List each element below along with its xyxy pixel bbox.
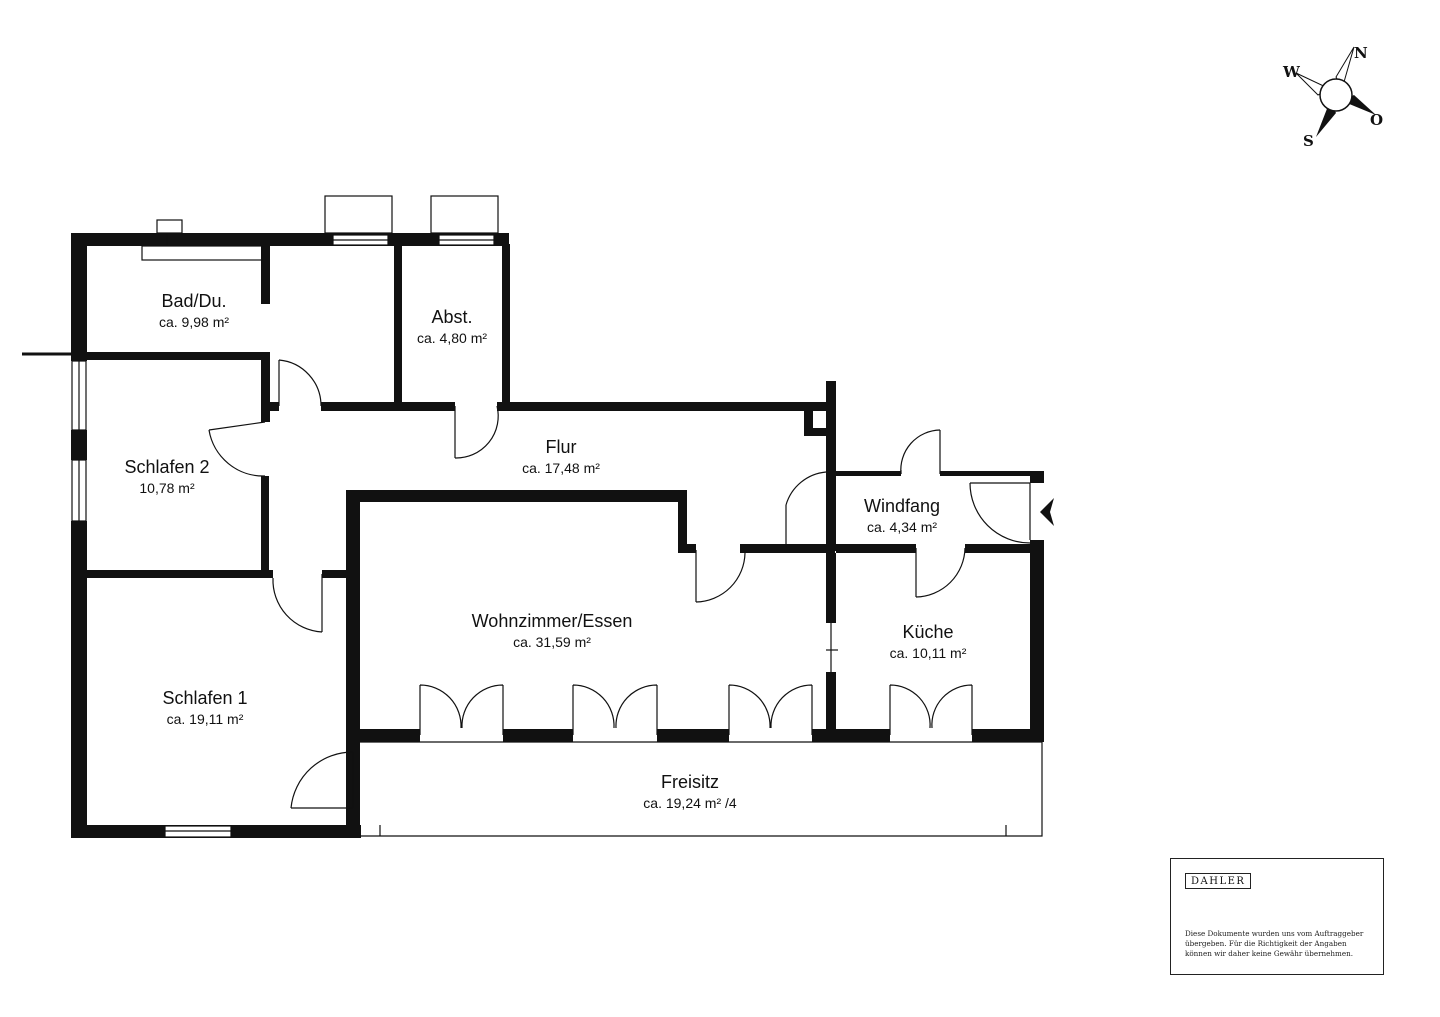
thin-lines bbox=[22, 195, 1043, 838]
compass-west: W bbox=[1282, 63, 1301, 81]
room-area-kueche: ca. 10,11 m² bbox=[890, 645, 967, 661]
room-area-abst: ca. 4,80 m² bbox=[417, 330, 487, 346]
compass-rose-icon bbox=[1295, 46, 1376, 137]
room-area-schlafen1: ca. 19,11 m² bbox=[167, 711, 244, 727]
entrance-arrow-icon bbox=[1040, 498, 1054, 526]
room-name-windfang: Windfang bbox=[864, 496, 940, 516]
brand-logo: DAHLER bbox=[1185, 873, 1252, 889]
room-area-bad: ca. 9,98 m² bbox=[159, 314, 229, 330]
room-area-freisitz: ca. 19,24 m² /4 bbox=[643, 795, 737, 811]
room-name-abst: Abst. bbox=[431, 307, 472, 327]
compass-north: N bbox=[1354, 44, 1368, 62]
room-name-flur: Flur bbox=[546, 437, 577, 457]
compass-south: S bbox=[1303, 132, 1314, 150]
disclaimer-text: Diese Dokumente wurden uns vom Auftragge… bbox=[1185, 929, 1375, 959]
compass-labels: N O S W bbox=[1282, 44, 1383, 150]
disclaimer-line: übergeben. Für die Richtigkeit der Angab… bbox=[1185, 939, 1347, 948]
door-swings bbox=[208, 359, 1031, 809]
room-area-flur: ca. 17,48 m² bbox=[522, 460, 600, 476]
room-area-wohnzimmer: ca. 31,59 m² bbox=[513, 634, 591, 650]
room-labels: Bad/Du. ca. 9,98 m² Abst. ca. 4,80 m² Sc… bbox=[124, 291, 966, 811]
walls bbox=[71, 233, 1044, 838]
disclaimer-line: können wir daher keine Gewähr übernehmen… bbox=[1185, 949, 1354, 958]
room-area-schlafen2: 10,78 m² bbox=[139, 480, 195, 496]
room-name-bad: Bad/Du. bbox=[161, 291, 226, 311]
compass-east: O bbox=[1370, 111, 1383, 129]
room-name-kueche: Küche bbox=[902, 622, 953, 642]
room-name-wohnzimmer: Wohnzimmer/Essen bbox=[472, 611, 633, 631]
disclaimer-line: Diese Dokumente wurden uns vom Auftragge… bbox=[1185, 929, 1364, 938]
disclaimer-box: DAHLER Diese Dokumente wurden uns vom Au… bbox=[1170, 858, 1384, 975]
room-area-windfang: ca. 4,34 m² bbox=[867, 519, 937, 535]
room-name-freisitz: Freisitz bbox=[661, 772, 719, 792]
room-name-schlafen2: Schlafen 2 bbox=[124, 457, 209, 477]
room-name-schlafen1: Schlafen 1 bbox=[162, 688, 247, 708]
